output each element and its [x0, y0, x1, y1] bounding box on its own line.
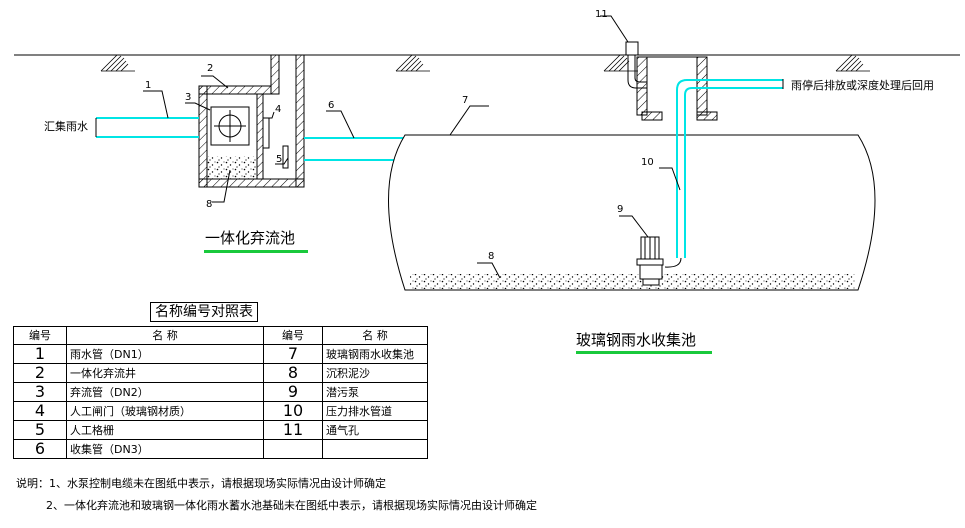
legend-name: 人工闸门（玻璃钢材质） [66, 401, 264, 421]
diverter-title-underline [204, 250, 308, 253]
legend-no [263, 439, 323, 459]
inflow-pipe [95, 117, 199, 138]
ground-hatch [100, 54, 870, 72]
tank-title: 玻璃钢雨水收集池 [576, 331, 697, 349]
callout-10: 10 [641, 157, 654, 168]
legend-name: 潜污泵 [322, 382, 428, 402]
collection-tank [388, 134, 876, 291]
manhole [625, 41, 718, 121]
submersible-pump [636, 236, 664, 286]
tank-title-underline [576, 351, 712, 354]
legend-no: 1 [13, 344, 67, 364]
legend-name: 沉积泥沙 [322, 363, 428, 383]
diverter-title: 一体化弃流池 [205, 229, 296, 247]
legend-name: 人工格栅 [66, 420, 264, 440]
note-line-1: 说明：1、水泵控制电缆未在图纸中表示，请根据现场实际情况由设计师确定 [16, 477, 386, 490]
legend-no: 3 [13, 382, 67, 402]
legend-name: 收集管（DN3） [66, 439, 264, 459]
legend-row: 3 弃流管（DN2） 9 潜污泵 [13, 382, 428, 402]
legend-no: 2 [13, 363, 67, 383]
header-no-2: 编号 [263, 326, 323, 345]
note-line-2: 2、一体化弃流池和玻璃钢一体化雨水蓄水池基础未在图纸中表示，请根据现场实际情况由… [46, 499, 537, 512]
callout-9: 9 [617, 204, 624, 215]
legend-name: 压力排水管道 [322, 401, 428, 421]
legend-row: 2 一体化弃流井 8 沉积泥沙 [13, 363, 428, 383]
callout-4: 4 [275, 104, 282, 115]
header-name-1: 名 称 [66, 326, 264, 345]
table-title: 名称编号对照表 [150, 302, 258, 322]
legend-no: 5 [13, 420, 67, 440]
legend-table: 编号 名 称 编号 名 称 1 雨水管（DN1） 7 玻璃钢雨水收集池 2 一体… [13, 326, 428, 459]
legend-name: 一体化弃流井 [66, 363, 264, 383]
header-name-2: 名 称 [322, 326, 428, 345]
callout-5: 5 [276, 154, 283, 165]
callout-2: 2 [207, 63, 214, 74]
legend-row: 5 人工格栅 11 通气孔 [13, 420, 428, 440]
legend-no: 6 [13, 439, 67, 459]
callout-7: 7 [462, 95, 469, 106]
header-no-1: 编号 [13, 326, 67, 345]
legend-no: 7 [263, 344, 323, 364]
callout-3: 3 [185, 92, 192, 103]
legend-name: 通气孔 [322, 420, 428, 440]
legend-row: 1 雨水管（DN1） 7 玻璃钢雨水收集池 [13, 344, 428, 364]
legend-no: 10 [263, 401, 323, 421]
callout-1: 1 [145, 80, 152, 91]
legend-header: 编号 名 称 编号 名 称 [13, 326, 428, 345]
legend-name: 玻璃钢雨水收集池 [322, 344, 428, 364]
legend-name [322, 439, 428, 459]
inflow-label: 汇集雨水 [44, 120, 88, 133]
legend-row: 4 人工闸门（玻璃钢材质） 10 压力排水管道 [13, 401, 428, 421]
legend-no: 9 [263, 382, 323, 402]
vent-pipe [627, 55, 647, 89]
outflow-label: 雨停后排放或深度处理后回用 [791, 79, 934, 92]
discharge-pipe [664, 79, 784, 268]
legend-no: 8 [263, 363, 323, 383]
callout-11: 11 [595, 9, 608, 20]
callout-6: 6 [328, 100, 335, 111]
legend-no: 4 [13, 401, 67, 421]
legend-name: 弃流管（DN2） [66, 382, 264, 402]
leader-lines [143, 15, 681, 279]
legend-no: 11 [263, 420, 323, 440]
diverter-well [198, 54, 305, 188]
legend-row: 6 收集管（DN3） [13, 439, 428, 459]
callout-8-well: 8 [206, 199, 213, 210]
legend-name: 雨水管（DN1） [66, 344, 264, 364]
collection-pipe [304, 137, 403, 161]
callout-8-tank: 8 [488, 251, 495, 262]
